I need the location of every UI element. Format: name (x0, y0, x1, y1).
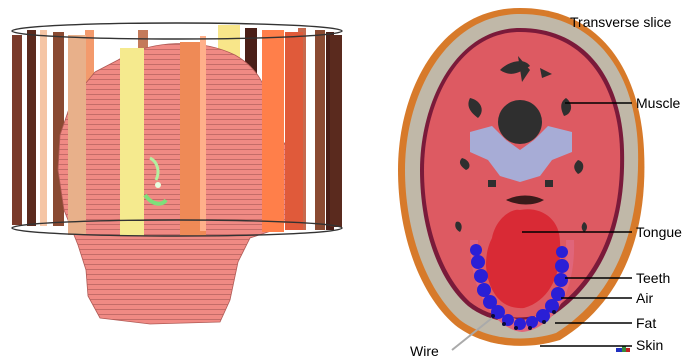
label-muscle: Muscle (636, 95, 681, 111)
label-teeth: Teeth (636, 270, 670, 286)
orientation-marker (616, 346, 630, 352)
label-air: Air (636, 290, 653, 306)
transverse-slice-panel: Transverse slice Muscle Tongue Teeth Air… (398, 8, 682, 358)
label-skin: Skin (636, 337, 663, 353)
head-model-panel (12, 23, 342, 324)
label-tongue: Tongue (636, 224, 682, 240)
label-wire: Wire (410, 343, 439, 358)
label-fat: Fat (636, 315, 656, 331)
transverse-slice-title: Transverse slice (570, 14, 672, 30)
cylinder-top-rim (12, 23, 342, 39)
